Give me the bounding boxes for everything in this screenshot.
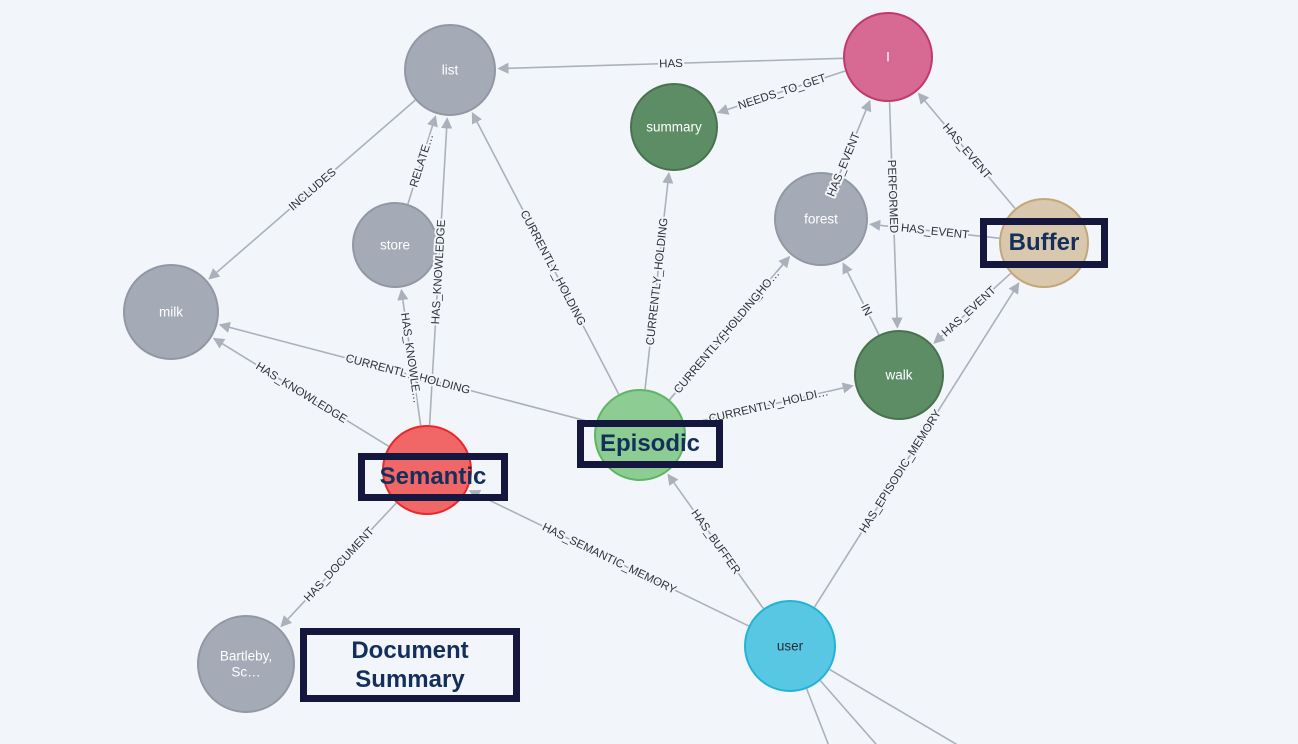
graph-edge[interactable] [813, 282, 1020, 608]
edge-label: NEEDS_TO_GET [737, 72, 828, 112]
graph-edge[interactable] [842, 262, 880, 336]
graph-node-green[interactable] [594, 389, 686, 481]
node-label-list: list [442, 63, 459, 78]
edge-label: RELATE… [408, 132, 436, 188]
graph-edge[interactable] [838, 99, 872, 176]
node-label-i: I [886, 50, 890, 65]
edge-label: HAS_SEMANTIC_MEMORY [540, 521, 678, 596]
graph-edge[interactable] [805, 688, 849, 744]
graph-edge[interactable] [717, 70, 846, 115]
graph-edge[interactable] [917, 92, 1016, 210]
graph-edge[interactable] [280, 502, 397, 628]
edge-label: HAS_EPISODIC_MEMORY [858, 408, 944, 536]
edge-label: INCLUDES [287, 166, 339, 213]
node-label-walk: walk [884, 368, 912, 383]
edge-label: CURRENTLY_HOLDING [517, 209, 587, 328]
graph-edge[interactable] [212, 337, 390, 448]
graph-node-user[interactable] [744, 600, 836, 692]
edge-label: IN [858, 302, 874, 318]
node-label-store: store [380, 238, 410, 253]
graph-node-tan[interactable] [999, 198, 1089, 288]
graph-node-forest[interactable] [774, 172, 868, 266]
edge-label: HAS [659, 58, 683, 71]
edge-label: CURRENTLY_HOLDING [672, 290, 764, 396]
graph-edge[interactable] [888, 101, 903, 329]
graph-edge[interactable] [668, 256, 790, 401]
graph-edge[interactable] [644, 172, 674, 390]
edge-label: HAS_KNOWLE… [398, 312, 423, 404]
graph-edge[interactable] [829, 668, 997, 744]
graph-edge[interactable] [218, 321, 596, 425]
graph-edge[interactable] [428, 117, 453, 426]
edge-label: CURRENTLY_HOLDI… [708, 386, 830, 425]
graph-edge[interactable] [933, 272, 1012, 344]
node-label-summary: summary [646, 120, 702, 135]
graph-node-red[interactable] [382, 425, 472, 515]
graph-node-walk[interactable] [854, 330, 944, 420]
graph-edge[interactable] [497, 57, 844, 74]
edge-label: PERFORMED [885, 160, 900, 234]
node-label-forest: forest [804, 212, 838, 227]
graph-node-i[interactable] [843, 12, 933, 102]
graph-edge[interactable] [869, 219, 1000, 239]
graph-edge[interactable] [407, 115, 438, 205]
graph-node-list[interactable] [404, 24, 496, 116]
graph-edge[interactable] [471, 111, 620, 395]
node-label-milk: milk [159, 305, 183, 320]
edge-label: HAS_EVENT [940, 285, 999, 340]
node-label-bartleby: Bartleby,Sc… [220, 649, 272, 680]
edge-label: HAS_EVENT [900, 222, 969, 241]
node-label-user: user [777, 639, 804, 654]
edge-label: HAS_EVENT [940, 122, 993, 182]
graph-edge[interactable] [397, 288, 422, 426]
edge-label: HAS_KNOWLEDGE [253, 361, 349, 426]
graph-edge[interactable] [819, 680, 922, 744]
edge-label: HAS_DOCUMENT [302, 526, 377, 605]
graph-node-summary[interactable] [630, 83, 718, 171]
edge-label: HAS_BUFFER [688, 508, 742, 577]
graph-edge[interactable] [684, 382, 854, 426]
graph-edge[interactable] [208, 99, 416, 280]
graph-node-store[interactable] [352, 202, 438, 288]
graph-edge[interactable] [667, 473, 764, 609]
graph-node-milk[interactable] [123, 264, 219, 360]
graph-node-bartleby[interactable] [197, 615, 295, 713]
edge-label: CURRENTLY_HOLDING [645, 217, 671, 346]
graph-edge[interactable] [468, 490, 749, 627]
